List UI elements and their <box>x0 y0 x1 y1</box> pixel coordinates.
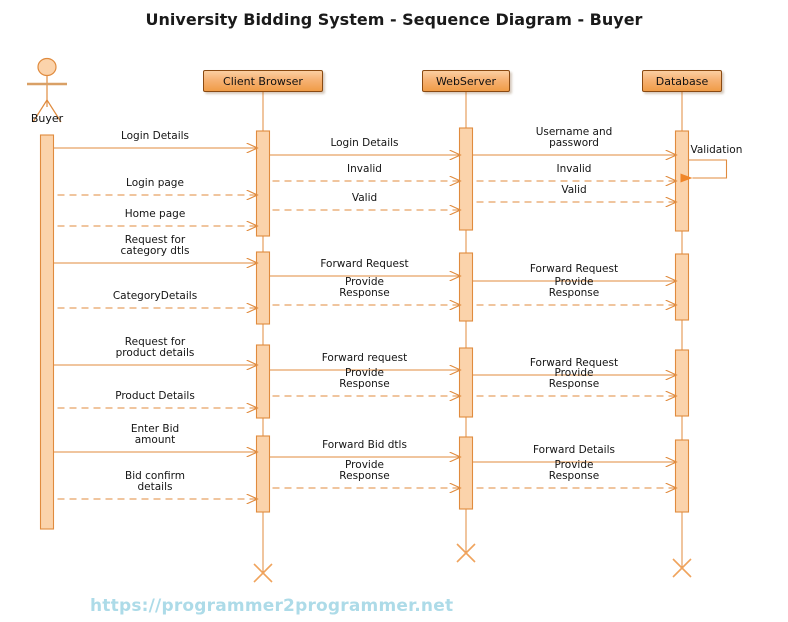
activation-bar <box>458 252 474 322</box>
message-label: Enter Bid amount <box>130 423 180 446</box>
actor-label-buyer: Buyer <box>30 112 64 125</box>
message-label: Product Details <box>115 390 195 402</box>
page-title: University Bidding System - Sequence Dia… <box>145 10 643 29</box>
activation-bar <box>255 435 271 513</box>
message-label: Login Details <box>120 130 190 142</box>
message-label: Invalid <box>347 163 382 175</box>
message-label: Forward request <box>321 352 408 364</box>
message-label: Valid <box>351 192 378 204</box>
message-label: Provide Response <box>548 459 600 482</box>
watermark-url: https://programmer2programmer.net <box>90 596 454 616</box>
message-arrow-self <box>680 159 728 183</box>
message-label: Invalid <box>556 163 592 175</box>
message-label: Forward Request <box>529 263 619 275</box>
message-label: Validation <box>690 144 743 156</box>
message-label: Forward Details <box>533 444 615 456</box>
activation-bar <box>255 251 271 325</box>
activation-bar <box>39 134 55 530</box>
message-label: Request for category dtls <box>120 234 190 257</box>
message-label: Provide Response <box>548 276 600 299</box>
activation-bar <box>674 349 690 417</box>
lifeline-header-webserver[interactable]: WebServer <box>422 70 510 92</box>
activation-bar <box>255 130 271 237</box>
message-label: Username and password <box>535 126 613 149</box>
lifeline-header-client-browser[interactable]: Client Browser <box>202 70 324 92</box>
lifeline-header-database[interactable]: Database <box>641 70 723 92</box>
message-label: Forward Request <box>320 258 409 270</box>
message-label: Provide Response <box>339 276 390 299</box>
activation-bar <box>674 253 690 321</box>
message-label: Provide Response <box>339 459 390 482</box>
activation-bar <box>255 344 271 419</box>
message-label: CategoryDetails <box>112 290 198 302</box>
activation-bar <box>458 347 474 418</box>
message-label: Provide Response <box>548 367 600 390</box>
message-label: Home page <box>124 208 186 220</box>
activation-bar <box>674 130 690 232</box>
activation-bar <box>674 439 690 513</box>
message-label: Provide Response <box>339 367 390 390</box>
activation-bar <box>458 436 474 510</box>
message-label: Request for product details <box>115 336 195 359</box>
lifeline-terminator <box>456 543 476 563</box>
message-label: Forward Request <box>529 357 619 369</box>
message-label: Login page <box>126 177 184 189</box>
lifeline-terminator <box>253 563 273 583</box>
message-label: Valid <box>561 184 587 196</box>
message-label: Forward Bid dtls <box>322 439 407 451</box>
message-label: Bid confirm details <box>125 470 185 493</box>
message-label: Login Details <box>330 137 399 149</box>
lifeline-terminator <box>672 558 692 578</box>
activation-bar <box>458 127 474 231</box>
